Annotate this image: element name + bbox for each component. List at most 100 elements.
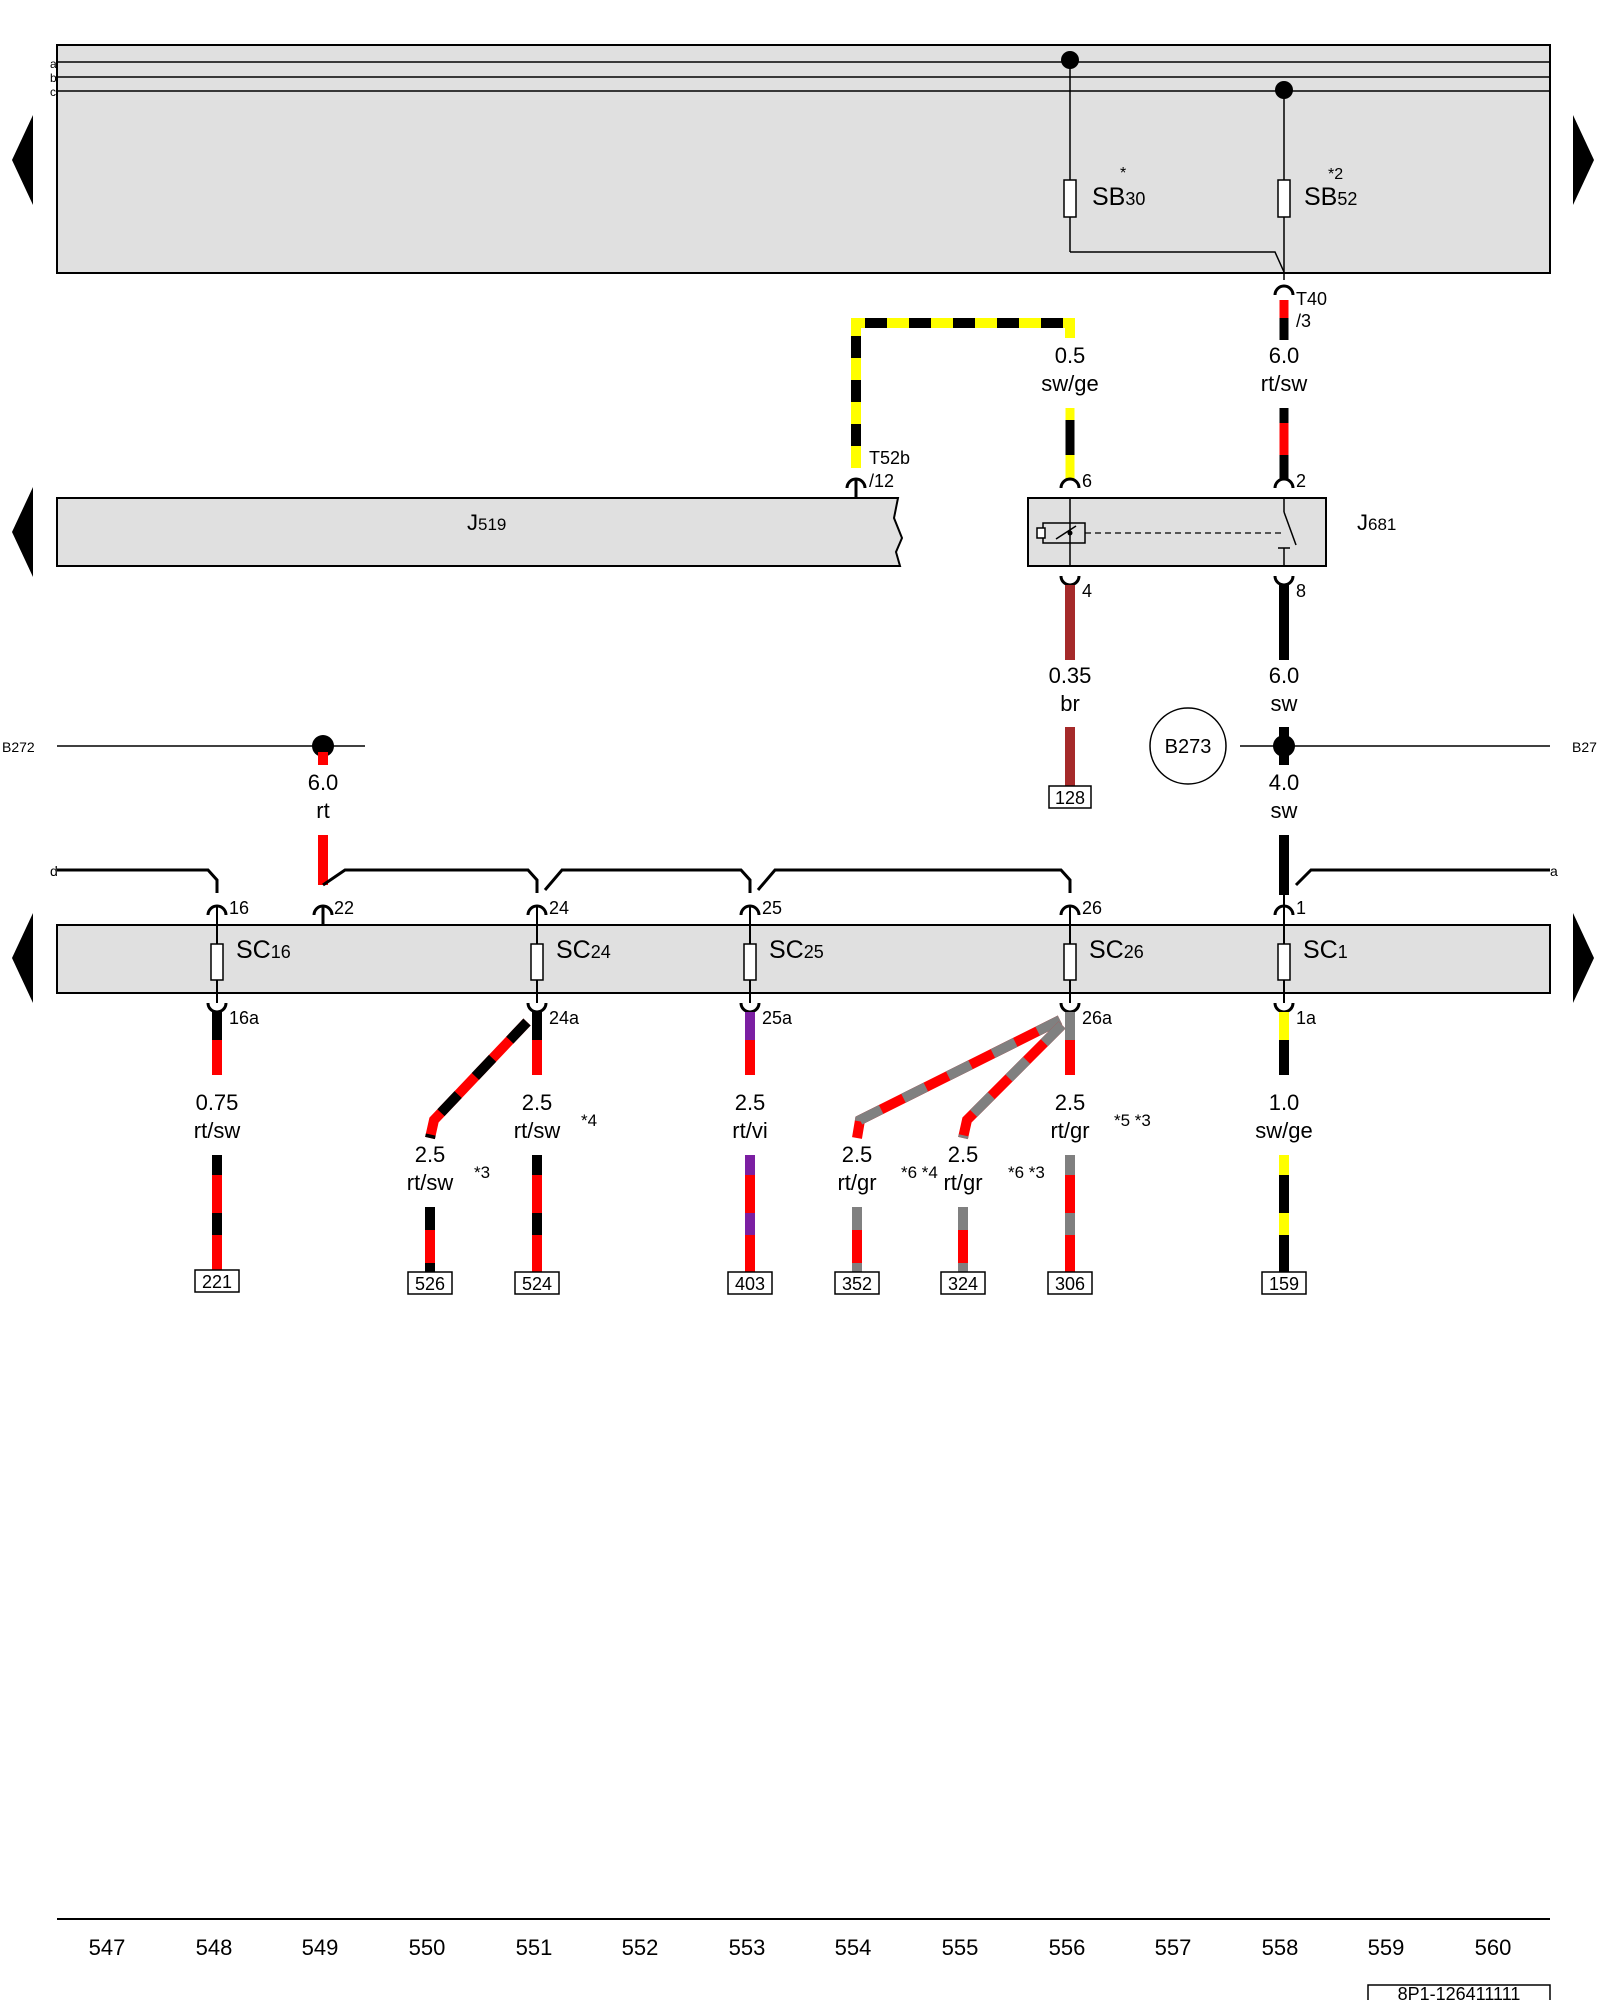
component-j519-label: J519: [467, 510, 506, 535]
bus-label-b: b: [50, 71, 57, 85]
feed-rail-mid-2: [543, 868, 752, 893]
rail-end-right: a: [1550, 863, 1558, 879]
ref-306-label: 306: [1055, 1274, 1085, 1294]
column-number: 556: [1049, 1935, 1086, 1960]
feed-rail-left: [57, 868, 219, 893]
wire-rt-color: rt: [316, 798, 329, 823]
output-524-color: rt/sw: [514, 1118, 561, 1143]
fuse-sb52-note: *2: [1328, 166, 1343, 183]
fuse-sc26: [1059, 904, 1081, 1014]
output-352-size: 2.5: [842, 1142, 873, 1167]
ref-box-403[interactable]: [727, 1271, 773, 1295]
component-j519-body: [56, 497, 904, 567]
column-number: 560: [1475, 1935, 1512, 1960]
column-number: 553: [729, 1935, 766, 1960]
bus-label-c: c: [50, 85, 56, 99]
fuse-sc1-pin-out: 1a: [1296, 1008, 1317, 1028]
ref-box-352[interactable]: [834, 1271, 880, 1295]
output-wire-352: [852, 1015, 1063, 1272]
ground-b273-circle[interactable]: [1149, 707, 1227, 785]
column-number: 558: [1262, 1935, 1299, 1960]
wire-br-size: 0.35: [1049, 663, 1092, 688]
j681-pin8-label: 8: [1296, 581, 1306, 601]
drawing-id-box: [1367, 1984, 1551, 2000]
ref-324-label: 324: [948, 1274, 978, 1294]
ref-526-label: 526: [415, 1274, 445, 1294]
output-324-note: *6 *3: [1008, 1163, 1045, 1182]
ref-box-306[interactable]: [1047, 1271, 1093, 1295]
link-dot-b272: [312, 735, 334, 757]
ref-box-524[interactable]: [514, 1271, 560, 1295]
ground-b272-label: B272: [2, 739, 35, 755]
feed-rail-mid-3: [756, 868, 1072, 893]
component-j681-label: J681: [1357, 510, 1396, 535]
fuse-sc26-label: SC26: [1089, 936, 1144, 964]
fuse-sc1-label: SC1: [1303, 936, 1348, 964]
ref-159-label: 159: [1269, 1274, 1299, 1294]
ref-box-221[interactable]: [194, 1269, 240, 1293]
nav-right-arrow-top[interactable]: [1573, 115, 1594, 205]
wire-rt-sw-top-color: rt/sw: [1261, 371, 1308, 396]
wire-sw-ge-top-color: sw/ge: [1041, 371, 1098, 396]
output-524-size: 2.5: [522, 1090, 553, 1115]
ref-128-label: 128: [1055, 788, 1085, 808]
output-306-note: *5 *3: [1114, 1111, 1151, 1130]
output-306-size: 2.5: [1055, 1090, 1086, 1115]
fuse-sc16: [206, 904, 228, 1014]
output-306-color: rt/gr: [1050, 1118, 1089, 1143]
wire-sw-low-size: 4.0: [1269, 770, 1300, 795]
fuse-sb30-label: SB30: [1092, 183, 1145, 211]
fuse-sc25-pin-out: 25a: [762, 1008, 793, 1028]
ref-403-label: 403: [735, 1274, 765, 1294]
top-panel: [56, 44, 1551, 274]
output-403-color: rt/vi: [732, 1118, 767, 1143]
fuse-sb30-note: *: [1120, 165, 1126, 182]
connector-t52b-symbol: [845, 477, 867, 489]
wire-br-color: br: [1060, 691, 1080, 716]
fuse-sc25-label: SC25: [769, 936, 824, 964]
ground-b27-label: B27: [1572, 739, 1597, 755]
ref-box-159[interactable]: [1261, 1271, 1307, 1295]
sb30-to-t40-wire: [1070, 251, 1285, 273]
wire-sw-mid-color: sw: [1271, 691, 1298, 716]
j681-pin2-label: 2: [1296, 471, 1306, 491]
connector-t40-name: T40: [1296, 289, 1327, 309]
ref-box-324[interactable]: [940, 1271, 986, 1295]
column-number: 552: [622, 1935, 659, 1960]
bus-label-a: a: [50, 57, 57, 71]
column-number: 547: [89, 1935, 126, 1960]
j681-pin6-symbol: [1059, 477, 1081, 489]
column-number: 555: [942, 1935, 979, 1960]
nav-left-arrow-j519[interactable]: [12, 487, 33, 577]
ref-box-526[interactable]: [407, 1271, 453, 1295]
output-221-size: 0.75: [196, 1090, 239, 1115]
ref-352-label: 352: [842, 1274, 872, 1294]
wire-rt-size: 6.0: [308, 770, 339, 795]
rail-end-left: d: [50, 863, 58, 879]
wire-sw-ge-top-size: 0.5: [1055, 343, 1086, 368]
feed-rail-right: [1294, 868, 1550, 887]
fuse-sb30-body: [1063, 179, 1077, 218]
column-number: 557: [1155, 1935, 1192, 1960]
output-wire-526: [425, 1018, 531, 1272]
fuse-sc25-pin-in: 25: [762, 898, 782, 918]
ref-box-128[interactable]: [1048, 785, 1092, 809]
relay-coil-symbol: [1036, 498, 1297, 566]
nav-right-arrow-fuses[interactable]: [1573, 913, 1594, 1003]
wire-sw-mid-size: 6.0: [1269, 663, 1300, 688]
column-numbers: 547 548 549 550 551 552 553 554 555 556 …: [89, 1935, 1512, 1960]
nav-left-arrow-fuses[interactable]: [12, 913, 33, 1003]
wire-rt-sw-top-size: 6.0: [1269, 343, 1300, 368]
fuse-sc25: [739, 904, 761, 1014]
fuse-sc16-pin-out: 16a: [229, 1008, 260, 1028]
output-324-color: rt/gr: [943, 1170, 982, 1195]
fuse-sc24-pin-in: 24: [549, 898, 569, 918]
column-number: 554: [835, 1935, 872, 1960]
nav-left-arrow-top[interactable]: [12, 115, 33, 205]
fuse-sc24-label: SC24: [556, 936, 611, 964]
column-number: 549: [302, 1935, 339, 1960]
wire-sw-low-color: sw: [1271, 798, 1298, 823]
fuse-sb52-body: [1277, 179, 1291, 218]
fuse-sc24: [526, 904, 548, 1014]
